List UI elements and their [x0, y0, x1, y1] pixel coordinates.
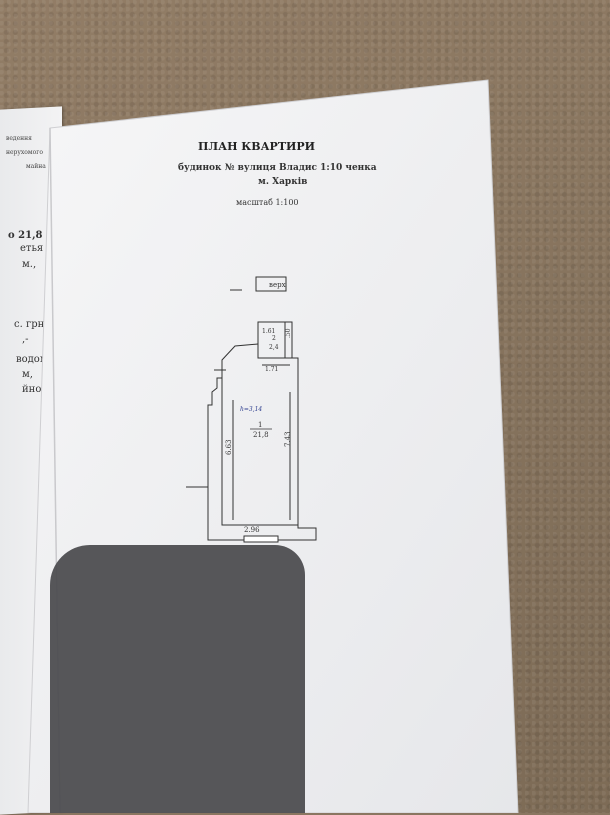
handwritten-note: h=3,14	[240, 406, 262, 413]
dim-bottom-width: 2.96	[244, 526, 260, 534]
dim-bath-depth: .50	[285, 328, 292, 338]
dim-corridor: 1.71	[265, 366, 278, 373]
scale-label: масштаб 1:100	[236, 198, 299, 207]
left-page-line: майна	[26, 163, 46, 170]
left-page-line: с. грн.	[14, 319, 48, 330]
left-page-line: ведення	[6, 135, 32, 142]
left-page-line: о 21,8	[8, 230, 43, 241]
room-1-area: 21,8	[253, 431, 269, 439]
room-1-number: 1	[258, 421, 262, 429]
phone-shadow	[50, 545, 305, 813]
room-2-area: 2,4	[269, 344, 279, 351]
document-title: ПЛАН КВАРТИРИ	[198, 140, 316, 153]
dim-left-wall: 6.63	[225, 439, 233, 455]
stair-box	[255, 276, 287, 292]
dim-bath-width: 1.61	[262, 328, 275, 335]
left-page-line: етья	[20, 243, 44, 254]
dim-right-wall: 7.43	[284, 431, 292, 447]
room-2-number: 2	[272, 335, 276, 342]
left-page-line: м.,	[22, 259, 37, 270]
address-line-1: будинок № вулиця Владис 1:10 ченка	[178, 163, 377, 173]
left-page-line: йною	[22, 384, 51, 395]
left-page-line: ,-	[22, 334, 29, 345]
address-line-2: м. Харків	[258, 177, 308, 187]
apartment-outline	[207, 343, 317, 541]
left-page-line: м,	[22, 369, 33, 380]
left-page-line: водом	[16, 354, 48, 365]
left-page-line: нерухомого	[6, 149, 43, 156]
stair-label: верх	[269, 281, 286, 289]
